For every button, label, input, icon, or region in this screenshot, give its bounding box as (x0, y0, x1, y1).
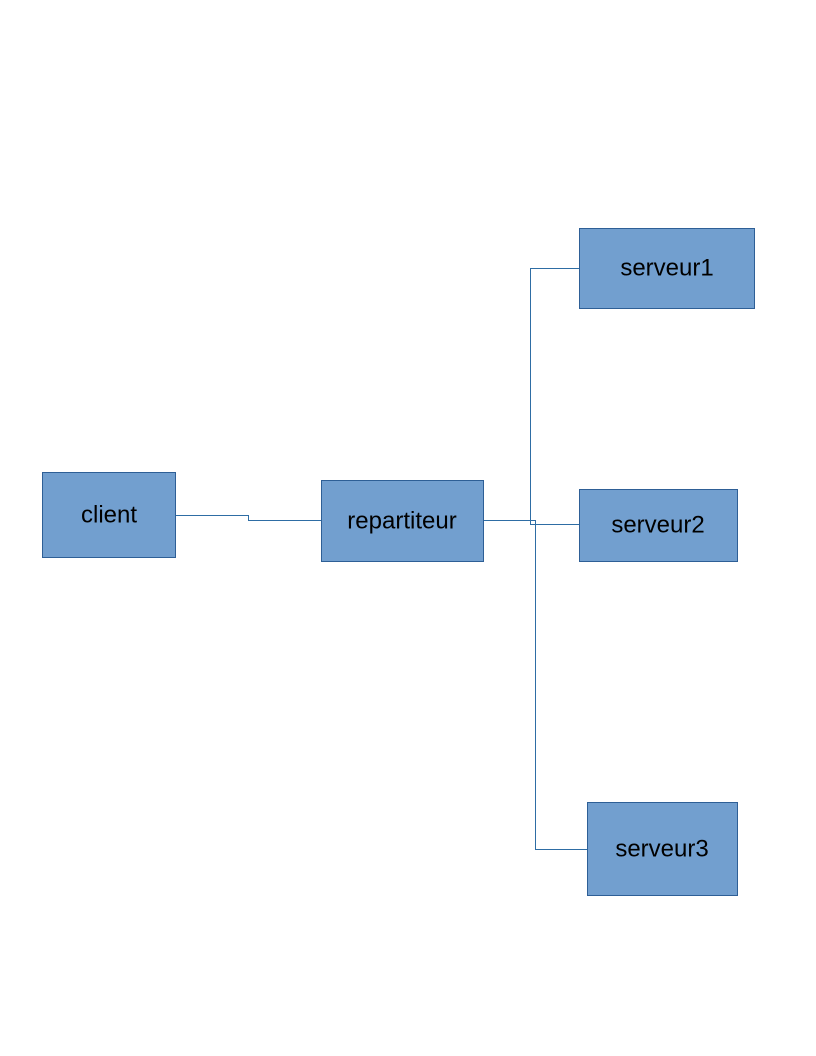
serveur2-label: serveur2 (611, 512, 704, 539)
repartiteur-label: repartiteur (347, 508, 456, 535)
edge-repartiteur-serveur2 (484, 520, 579, 525)
edge-client-repartiteur (176, 515, 321, 521)
connectors (176, 268, 587, 850)
serveur3-label: serveur3 (615, 836, 708, 863)
serveur3-box (587, 802, 738, 896)
node-serveur2[interactable]: serveur2 (579, 489, 738, 562)
repartiteur-box (321, 480, 484, 562)
serveur2-box (579, 489, 738, 562)
client-label: client (81, 502, 137, 529)
serveur1-box (579, 228, 755, 309)
node-serveur1[interactable]: serveur1 (579, 228, 755, 309)
node-repartiteur[interactable]: repartiteur (321, 480, 484, 562)
edge-repartiteur-serveur1 (484, 268, 579, 521)
serveur1-label: serveur1 (620, 255, 713, 282)
node-client[interactable]: client (42, 472, 176, 558)
client-box (42, 472, 176, 558)
edge-repartiteur-serveur3 (484, 520, 587, 850)
node-serveur3[interactable]: serveur3 (587, 802, 738, 896)
